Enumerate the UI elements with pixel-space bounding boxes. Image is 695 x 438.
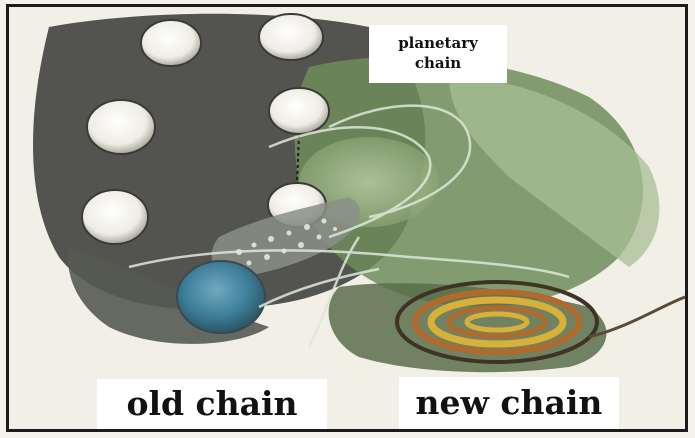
new-chain-label: new chain [399, 377, 619, 429]
chain-illustration [9, 7, 685, 429]
planetary-label-line2: chain [369, 53, 507, 73]
planetary-chain-label: planetary chain [369, 25, 507, 83]
planetary-label-line1: planetary [369, 33, 507, 53]
old-chain-label: old chain [97, 379, 327, 429]
blue-globe [177, 261, 265, 333]
diagram-frame: planetary chain old chain new chain [6, 4, 688, 432]
